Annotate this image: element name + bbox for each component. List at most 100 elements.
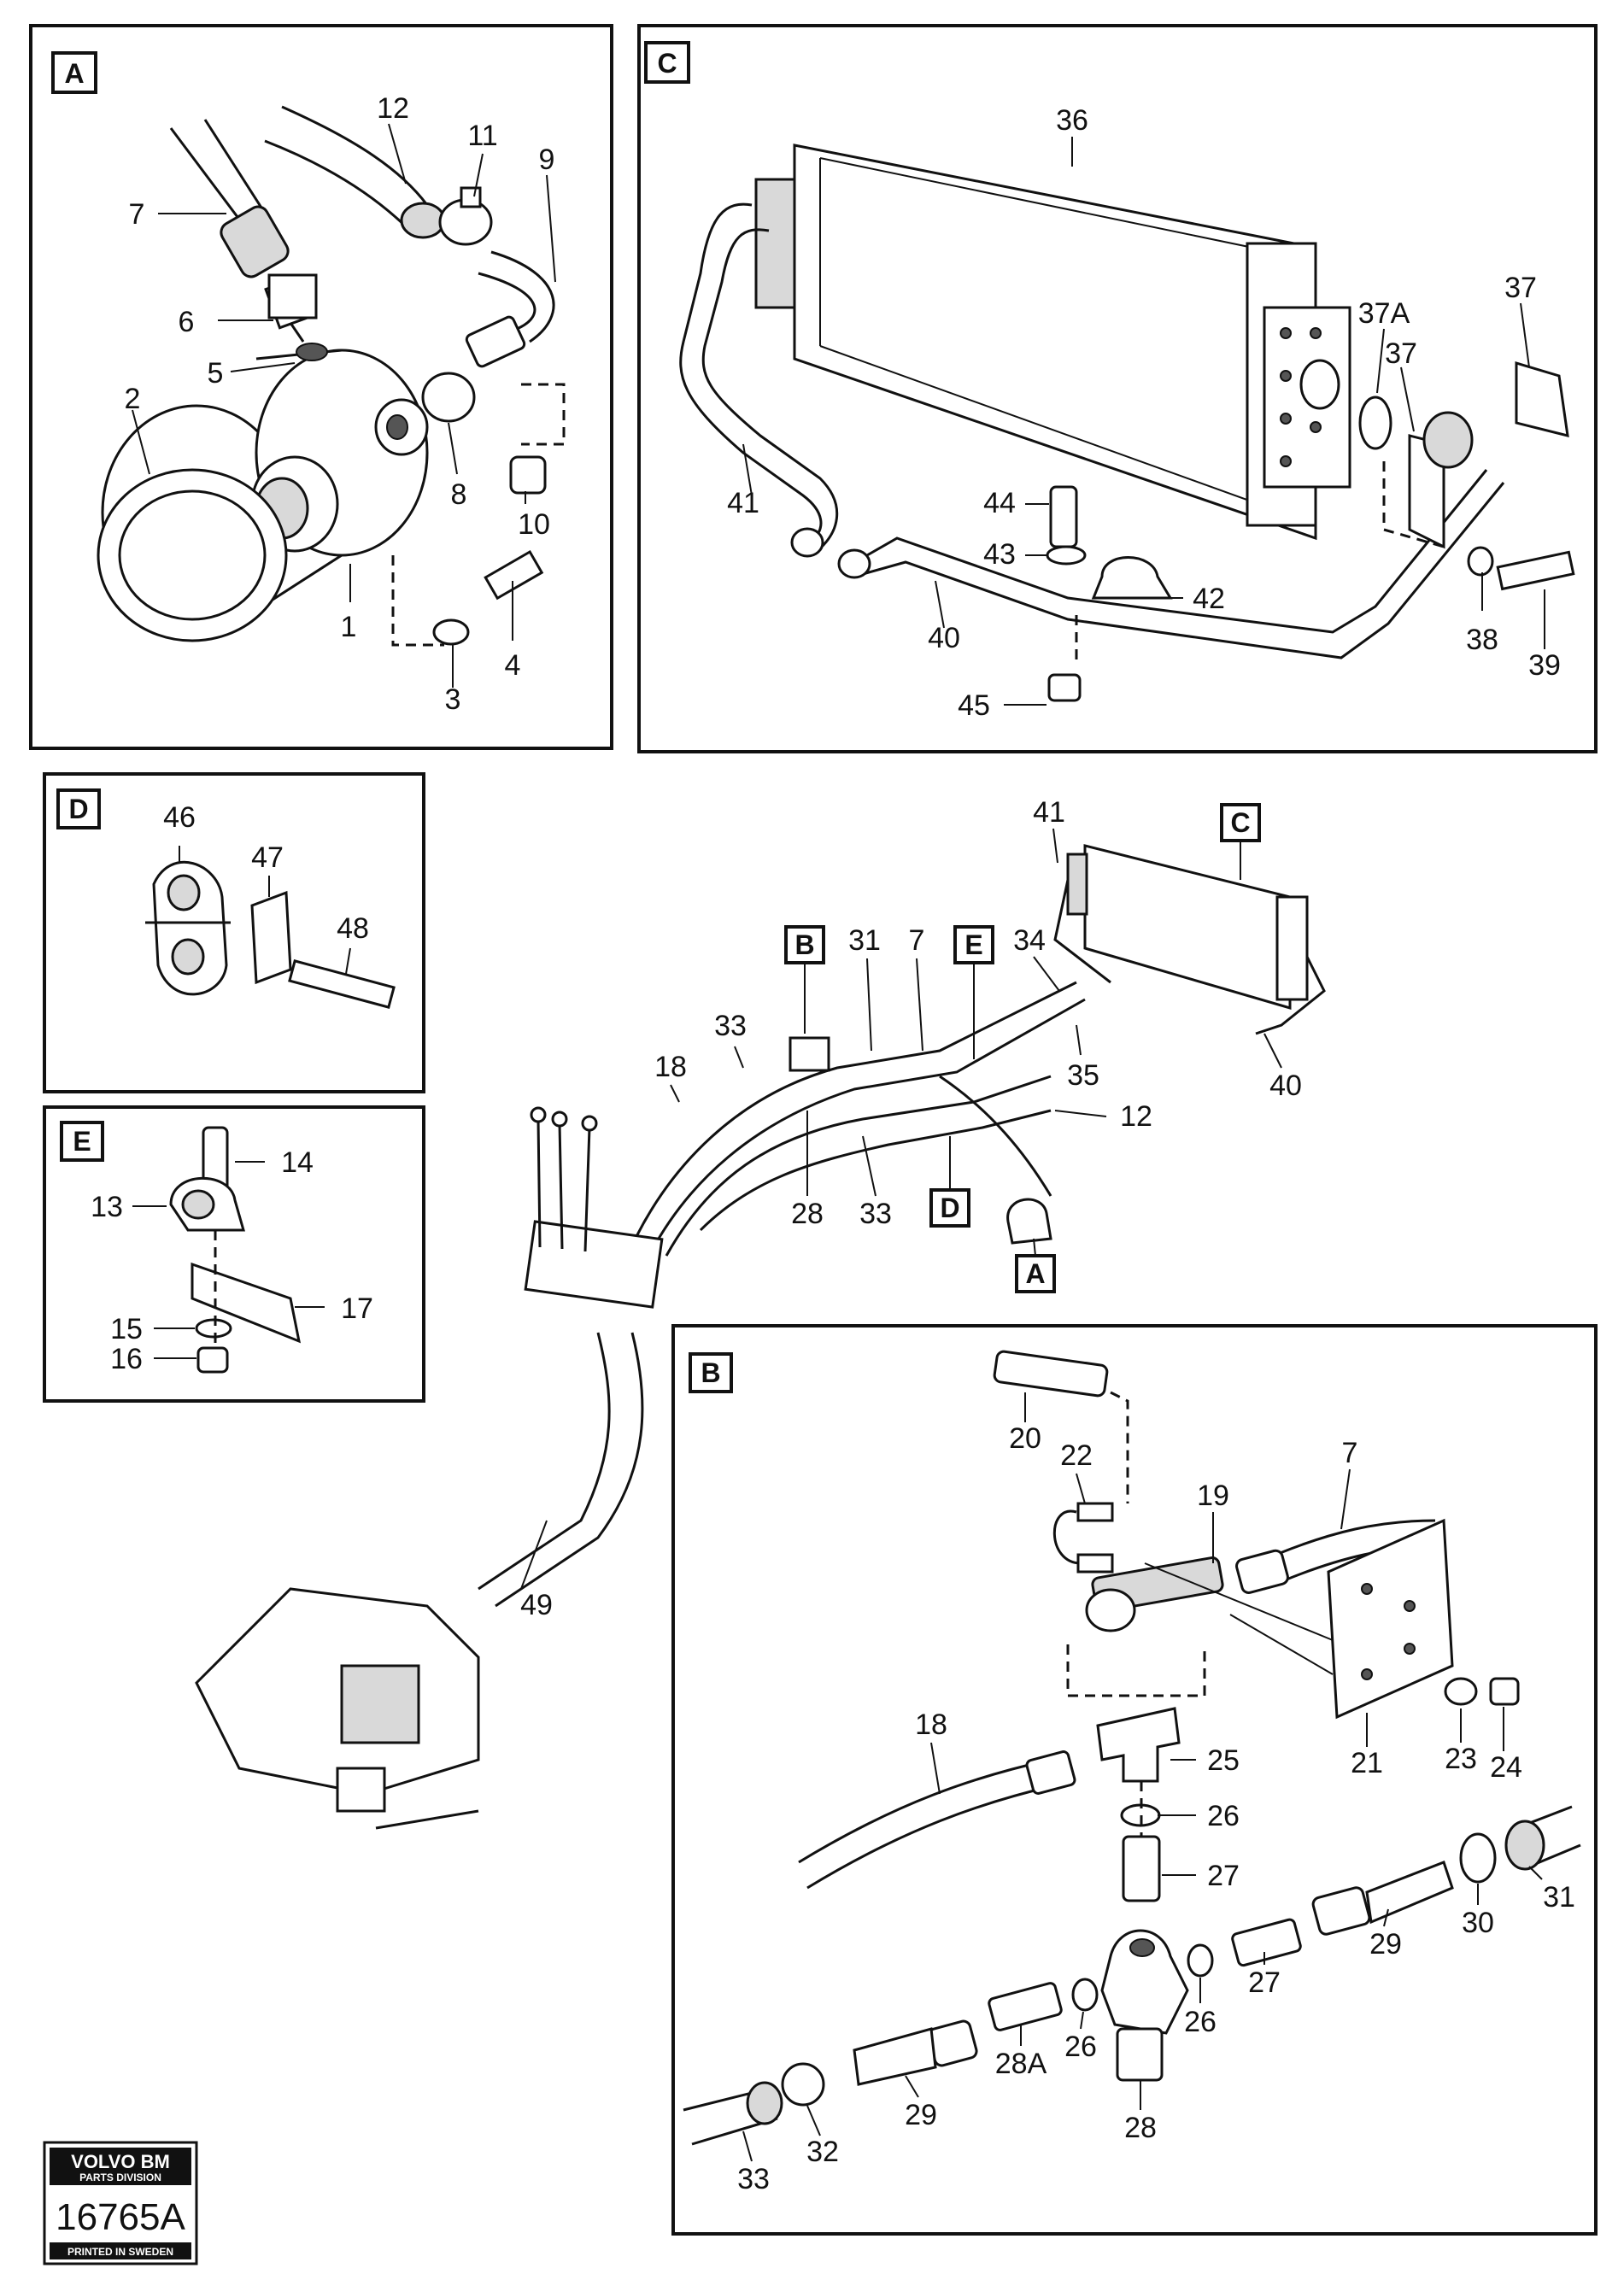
washer-38-drawing: [1467, 546, 1494, 577]
washer-43-drawing: [1046, 545, 1087, 566]
pipe-fitting-drawing: [1422, 411, 1474, 469]
nipple-6-drawing: [267, 273, 318, 319]
clamp-46-hole: [167, 874, 201, 911]
main-lever-knob: [530, 1106, 547, 1123]
dashed-guide: [521, 383, 566, 446]
part-label-10: 10: [518, 508, 550, 541]
nut-24-drawing: [1489, 1677, 1520, 1706]
nut-45-drawing: [1047, 673, 1082, 702]
leader-line: [1400, 366, 1415, 432]
leader-line: [473, 153, 484, 197]
leader-line: [1080, 2011, 1084, 2030]
logo-printed: PRINTED IN SWEDEN: [67, 2246, 173, 2258]
part-label-24: 24: [1490, 1751, 1522, 1784]
guide-line: [1144, 1562, 1334, 1641]
gasket-2-drawing: [97, 468, 288, 642]
leader-line: [1076, 1024, 1082, 1056]
guide-line: [1229, 1614, 1334, 1675]
part-label-8: 8: [451, 478, 467, 511]
plate-47-drawing: [250, 890, 292, 985]
panel-d-frame: [43, 772, 425, 1093]
part-label-9: 9: [539, 144, 555, 176]
leader-line: [448, 422, 458, 475]
washer-3-drawing: [432, 618, 470, 646]
part-label-39: 39: [1528, 649, 1561, 682]
main-control-valve: [524, 1220, 664, 1309]
leader-line: [862, 1135, 876, 1197]
washer-5-drawing: [296, 343, 328, 361]
part-label-28a: 28A: [995, 2048, 1047, 2080]
leader-line: [734, 1046, 744, 1069]
screw-39-drawing: [1496, 550, 1575, 591]
panel-c-frame: [637, 24, 1598, 753]
screw-48-drawing: [288, 959, 396, 1009]
part-label-41: 41: [727, 487, 759, 519]
pipe-41-end: [790, 527, 824, 558]
main-pump-cap: [336, 1767, 386, 1813]
part-label-18: 18: [654, 1051, 687, 1083]
leader-line: [1383, 1908, 1389, 1927]
pipe-22-drawing: [1052, 1509, 1082, 1565]
part-label-1: 1: [341, 611, 357, 643]
plate-21-hole: [1404, 1600, 1416, 1612]
hose-18-b-drawing: [806, 1784, 1056, 1890]
part-label-27: 27: [1207, 1860, 1240, 1892]
main-cooler-side: [1066, 853, 1088, 916]
part-label-45: 45: [958, 689, 990, 722]
logo-division: PARTS DIVISION: [79, 2171, 161, 2183]
clamp-13-hole: [181, 1189, 215, 1220]
main-pump-block: [340, 1664, 420, 1744]
part-label-36: 36: [1056, 104, 1088, 137]
part-label-17: 17: [341, 1292, 373, 1325]
part-label-13: 13: [91, 1191, 123, 1223]
pipe-41-drawing: [679, 202, 823, 548]
nut-16-drawing: [196, 1346, 229, 1374]
panel-a-tag: [51, 51, 97, 94]
dashed-guide: [391, 555, 444, 647]
part-label-15: 15: [110, 1313, 143, 1345]
panel-b-tag: [689, 1352, 733, 1393]
leader-line: [806, 2105, 821, 2136]
part-label-26: 26: [1064, 2031, 1097, 2063]
leader-line: [132, 409, 150, 475]
part-label-44: 44: [983, 487, 1016, 519]
panel-a-letter: A: [64, 58, 84, 89]
leader-line: [1520, 302, 1530, 368]
part-label-26: 26: [1184, 2006, 1217, 2038]
part-label-21: 21: [1351, 1747, 1383, 1779]
panel-e: E 14 13 17 15 16: [43, 1105, 425, 1403]
hose-7-b-fitting: [1235, 1549, 1289, 1595]
part-label-31: 31: [1543, 1881, 1575, 1914]
hose-33-end: [746, 2081, 783, 2125]
hose-18-b-fitting: [1025, 1750, 1076, 1795]
seal-37a-drawing: [1358, 396, 1392, 450]
panel-e-tag: [60, 1121, 104, 1162]
tee-28-drawing: [1100, 1929, 1189, 2035]
screw-4-drawing: [484, 549, 544, 601]
clamp-30-drawing: [1459, 1832, 1497, 1884]
panel-d-letter: D: [68, 794, 88, 824]
leader-line: [742, 2130, 753, 2162]
hose-7-b-drawing: [1255, 1519, 1436, 1565]
pipe-22-end: [1076, 1553, 1114, 1574]
plate-21-hole: [1361, 1583, 1373, 1595]
part-label-43: 43: [983, 538, 1016, 571]
logo-number: 16765A: [56, 2196, 185, 2238]
part-label-23: 23: [1445, 1743, 1477, 1775]
main-hose-18: [622, 981, 1077, 1265]
part-label-14: 14: [281, 1146, 314, 1179]
part-label-48: 48: [337, 912, 369, 945]
tee-28-port: [1129, 1938, 1155, 1957]
panel-c-tag: [644, 41, 690, 84]
leader-line: [230, 362, 296, 372]
part-label-33: 33: [737, 2163, 770, 2195]
logo-brand: VOLVO BM: [71, 2151, 170, 2172]
nipple-28a-drawing: [988, 1982, 1063, 2031]
main-pipe-40: [1255, 956, 1326, 1035]
leader-line: [546, 174, 556, 283]
clamp-42-drawing: [1091, 556, 1173, 600]
part-label-28: 28: [1124, 2112, 1157, 2144]
leader-line: [1076, 1473, 1086, 1504]
leader-line: [388, 123, 407, 185]
